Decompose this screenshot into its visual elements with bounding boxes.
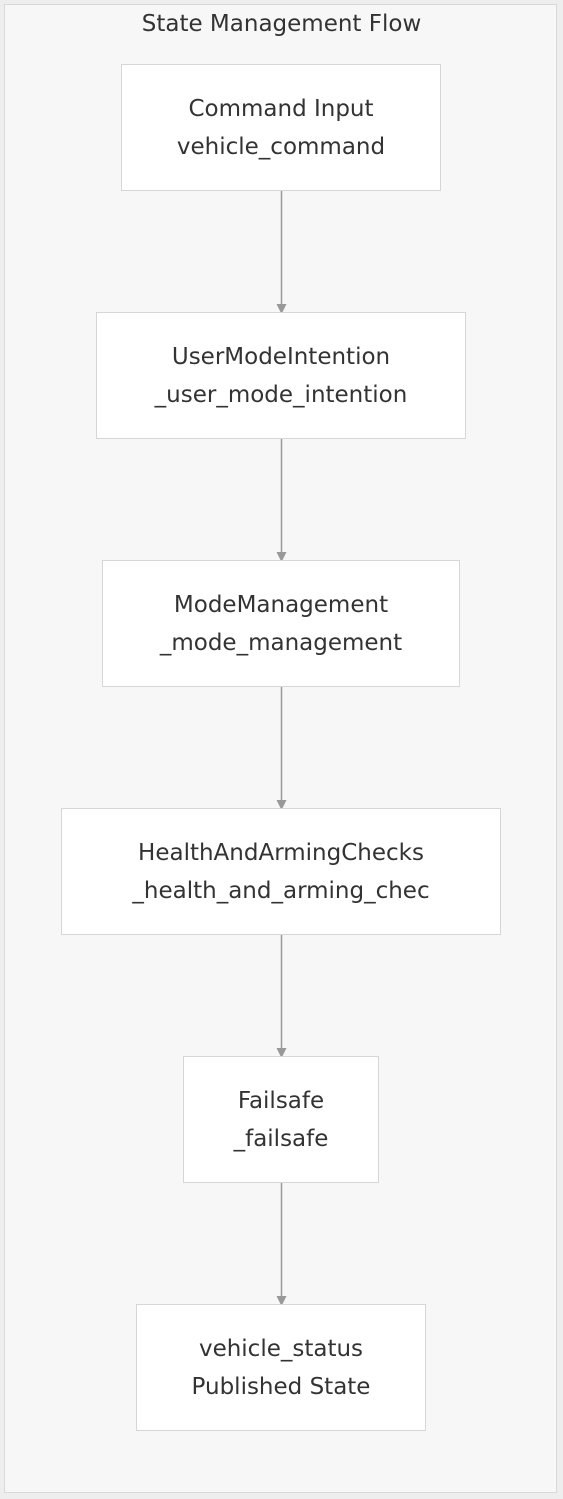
node-command-input-label: Command Input bbox=[188, 95, 374, 122]
node-mode-management-sublabel: _mode_management bbox=[159, 629, 403, 656]
node-health-and-arming-checks: HealthAndArmingChecks _health_and_arming… bbox=[61, 808, 501, 935]
node-mode-management-label: ModeManagement bbox=[173, 591, 389, 618]
node-user-mode-intention: UserModeIntention _user_mode_intention bbox=[96, 312, 466, 439]
node-health-and-arming-checks-label: HealthAndArmingChecks bbox=[138, 839, 424, 866]
node-failsafe-sublabel: _failsafe bbox=[233, 1125, 329, 1152]
node-mode-management: ModeManagement _mode_management bbox=[102, 560, 460, 687]
node-user-mode-intention-sublabel: _user_mode_intention bbox=[154, 381, 408, 408]
node-vehicle-status-sublabel: Published State bbox=[191, 1373, 371, 1400]
node-failsafe: Failsafe _failsafe bbox=[183, 1056, 379, 1183]
node-health-and-arming-checks-sublabel: _health_and_arming_chec bbox=[132, 877, 430, 904]
node-user-mode-intention-label: UserModeIntention bbox=[171, 343, 391, 370]
node-vehicle-status: vehicle_status Published State bbox=[136, 1304, 426, 1431]
node-command-input: Command Input vehicle_command bbox=[121, 64, 441, 191]
cluster-state-management-flow: State Management Flow bbox=[4, 4, 557, 1493]
node-command-input-sublabel: vehicle_command bbox=[176, 133, 386, 160]
node-failsafe-label: Failsafe bbox=[237, 1087, 325, 1114]
node-vehicle-status-label: vehicle_status bbox=[198, 1335, 364, 1362]
diagram-title: State Management Flow bbox=[141, 11, 422, 37]
